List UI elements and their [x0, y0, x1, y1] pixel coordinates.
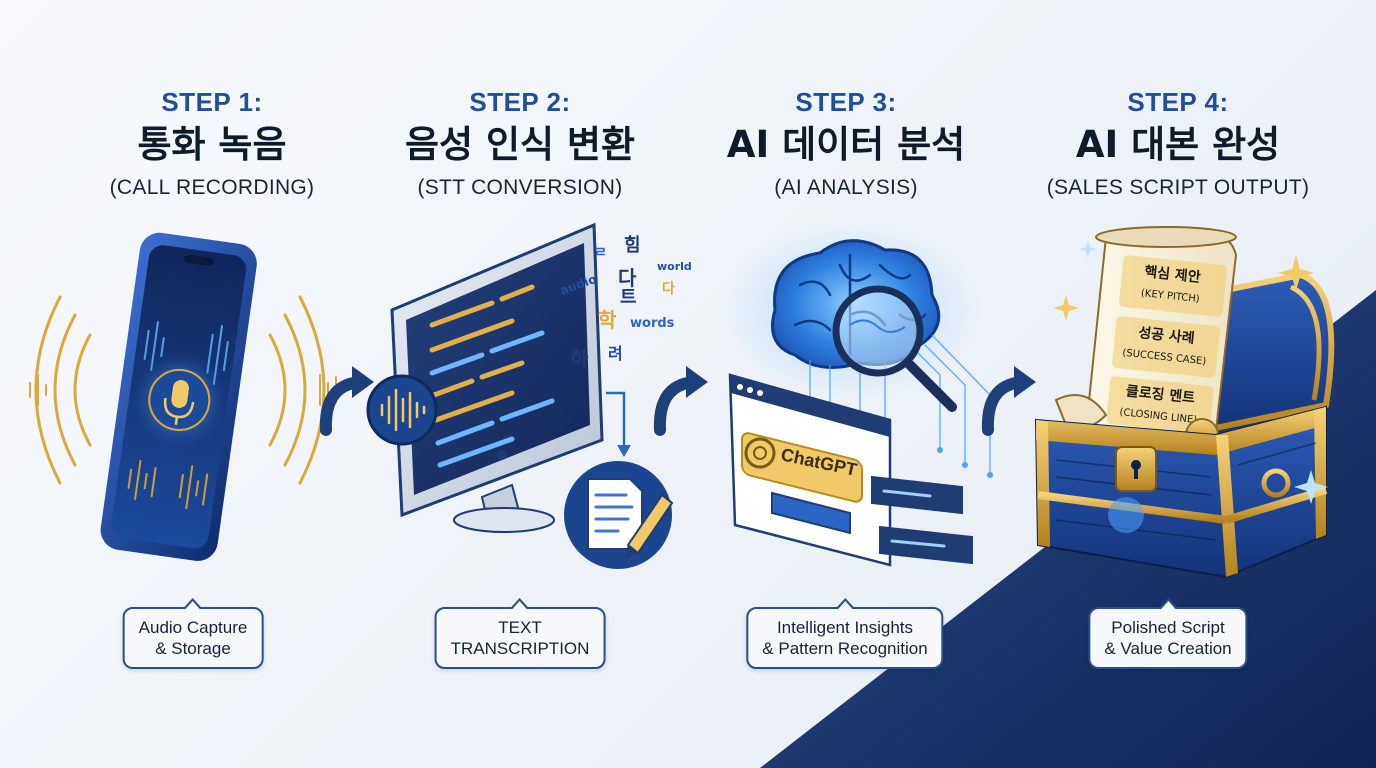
- step-1-caption: Audio Capture & Storage: [122, 607, 264, 669]
- floating-word: 다: [662, 281, 675, 297]
- step-label: STEP 4:: [1127, 87, 1229, 117]
- step-subtitle: (SALES SCRIPT OUTPUT): [1046, 176, 1310, 199]
- treasure-chest-icon: [1034, 405, 1328, 579]
- step-title: AI 데이터 분석: [726, 123, 966, 166]
- script-chest-illustration: 핵심 제안 (KEY PITCH) 성공 사례 (SUCCESS CASE) 클…: [1034, 226, 1335, 579]
- floating-word: 려: [608, 344, 623, 363]
- caption-line: Audio Capture: [138, 618, 248, 637]
- step-label: STEP 2:: [469, 87, 571, 117]
- floating-word: words: [630, 316, 675, 331]
- stt-monitor-illustration: audio world words 힘 다 학 하 려 트 ㄹ 다: [366, 222, 692, 569]
- floating-word: ㄹ: [594, 245, 607, 261]
- floating-word: 힘: [624, 235, 641, 256]
- scroll-item-title: 핵심 제안: [1144, 263, 1202, 286]
- step-label: STEP 1:: [161, 87, 263, 117]
- step-1-header: STEP 1: 통화 녹음 (CALL RECORDING): [40, 86, 384, 202]
- phone-recording-illustration: [29, 232, 337, 561]
- document-icon: [587, 478, 643, 550]
- step-4-caption: Polished Script & Value Creation: [1088, 607, 1248, 669]
- sparkle-icon: [1053, 255, 1314, 321]
- caption-line: Polished Script: [1111, 618, 1225, 637]
- step-subtitle: (AI ANALYSIS): [774, 176, 918, 199]
- floating-word: 하: [570, 346, 589, 370]
- step-title: AI 대본 완성: [1075, 123, 1281, 166]
- flow-arrow-icon: [981, 366, 1036, 436]
- ai-brain-illustration: ChatGPT: [720, 220, 993, 567]
- step-3-caption: Intelligent Insights & Pattern Recogniti…: [746, 607, 944, 669]
- script-scroll: 핵심 제안 (KEY PITCH) 성공 사례 (SUCCESS CASE) 클…: [1054, 226, 1238, 481]
- magnifier-icon: [832, 285, 957, 412]
- caption-line: TEXT: [498, 618, 542, 637]
- caption-line: & Value Creation: [1104, 639, 1232, 658]
- caption-line: Intelligent Insights: [776, 618, 914, 637]
- floating-word: 다: [618, 266, 637, 290]
- step-subtitle: (CALL RECORDING): [109, 176, 315, 199]
- flow-arrow-icon: [319, 366, 374, 436]
- flow-arrow-icon: [653, 366, 708, 436]
- caption-line: & Pattern Recognition: [762, 639, 928, 658]
- caption-line: & Storage: [155, 639, 231, 658]
- step-2-header: STEP 2: 음성 인식 변환 (STT CONVERSION): [348, 86, 692, 202]
- step-4-header: STEP 4: AI 대본 완성 (SALES SCRIPT OUTPUT): [1006, 86, 1350, 202]
- pencil-icon: [624, 493, 674, 559]
- step-3-header: STEP 3: AI 데이터 분석 (AI ANALYSIS): [674, 86, 1018, 202]
- step-2-caption: TEXT TRANSCRIPTION: [434, 607, 606, 669]
- microphone-icon: [163, 380, 195, 425]
- sparkle-icon: [1079, 240, 1328, 504]
- step-title: 음성 인식 변환: [404, 123, 635, 166]
- floating-word: 학: [598, 308, 617, 332]
- scroll-item-title: 성공 사례: [1138, 325, 1196, 347]
- floating-word: 트: [620, 287, 637, 308]
- step-title: 통화 녹음: [137, 123, 287, 166]
- sound-wave-icon: [34, 295, 326, 485]
- floating-word: world: [657, 260, 692, 273]
- step-subtitle: (STT CONVERSION): [417, 176, 623, 199]
- caption-line: TRANSCRIPTION: [450, 639, 590, 658]
- step-label: STEP 3:: [795, 87, 897, 117]
